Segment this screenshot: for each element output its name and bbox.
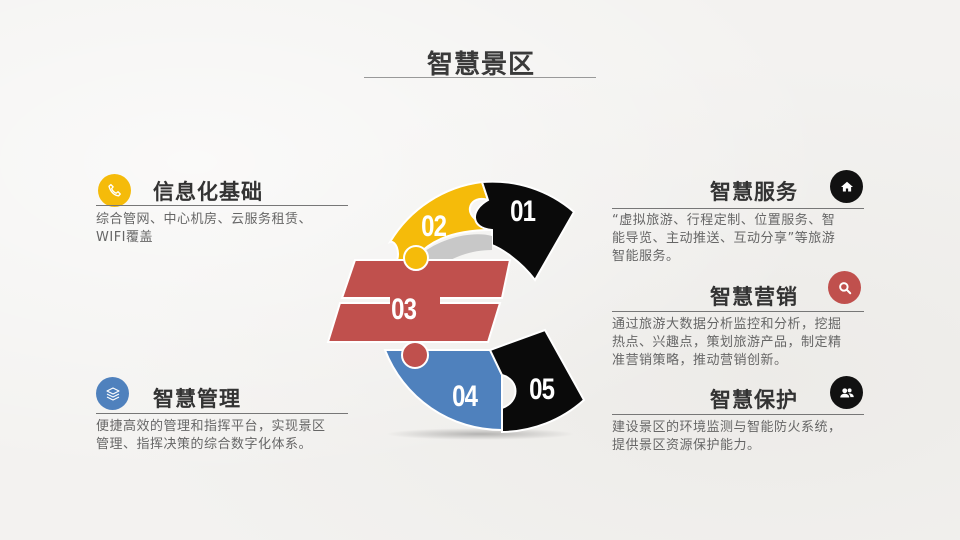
segment-03-bottom bbox=[326, 302, 502, 343]
heading-smart-marketing: 智慧营销 bbox=[710, 285, 798, 309]
phone-icon bbox=[98, 174, 131, 207]
segment-label-05: 05 bbox=[529, 373, 555, 406]
puzzle-shapes bbox=[326, 180, 586, 434]
heading-info-infrastructure: 信息化基础 bbox=[153, 180, 263, 204]
description-info-infrastructure: 综合管网、中心机房、云服务租赁、 WIFI覆盖 bbox=[96, 212, 313, 245]
search-icon bbox=[828, 271, 861, 304]
description-smart-protection: 建设景区的环境监测与智能防火系统， 提供景区资源保护能力。 bbox=[612, 420, 842, 453]
heading-rule bbox=[612, 414, 864, 415]
heading-smart-protection: 智慧保护 bbox=[710, 388, 798, 412]
puzzle-euro-graphic: 01 02 03 04 05 bbox=[320, 170, 600, 450]
home-icon bbox=[830, 170, 863, 203]
users-icon bbox=[830, 376, 863, 409]
description-smart-management: 便捷高效的管理和指挥平台，实现景区 管理、指挥决策的综合数字化体系。 bbox=[96, 419, 326, 452]
title-divider bbox=[364, 77, 596, 78]
segment-04 bbox=[383, 349, 503, 432]
segment-label-03: 03 bbox=[391, 293, 417, 326]
heading-rule bbox=[612, 311, 864, 312]
segment-05 bbox=[488, 328, 586, 434]
heading-rule bbox=[612, 208, 864, 209]
segment-label-01: 01 bbox=[510, 195, 536, 228]
heading-rule bbox=[96, 205, 348, 206]
heading-smart-service: 智慧服务 bbox=[710, 180, 798, 204]
block-smart-management: 智慧管理 便捷高效的管理和指挥平台，实现景区 管理、指挥决策的综合数字化体系。 bbox=[96, 375, 348, 455]
layers-icon bbox=[96, 377, 129, 410]
heading-smart-management: 智慧管理 bbox=[153, 387, 241, 411]
heading-rule bbox=[96, 413, 348, 414]
segment-label-02: 02 bbox=[421, 210, 447, 243]
segment-03-top bbox=[340, 259, 512, 299]
description-smart-marketing: 通过旅游大数据分析监控和分析，挖掘 热点、兴趣点，策划旅游产品，制定精 准营销策… bbox=[612, 317, 842, 368]
block-smart-service: 智慧服务 “虚拟旅游、行程定制、位置服务、智 能导览、主动推送、互动分享”等旅游… bbox=[612, 170, 864, 265]
block-smart-protection: 智慧保护 建设景区的环境监测与智能防火系统， 提供景区资源保护能力。 bbox=[612, 376, 864, 461]
segment-label-04: 04 bbox=[452, 380, 478, 413]
block-smart-marketing: 智慧营销 通过旅游大数据分析监控和分析，挖掘 热点、兴趣点，策划旅游产品，制定精… bbox=[612, 271, 864, 371]
slide-title: 智慧景区 bbox=[426, 50, 535, 80]
description-smart-service: “虚拟旅游、行程定制、位置服务、智 能导览、主动推送、互动分享”等旅游 智能服务… bbox=[612, 213, 836, 264]
graphic-shadow bbox=[385, 428, 575, 440]
block-info-infrastructure: 信息化基础 综合管网、中心机房、云服务租赁、 WIFI覆盖 bbox=[96, 172, 348, 252]
segment-01 bbox=[474, 180, 576, 282]
